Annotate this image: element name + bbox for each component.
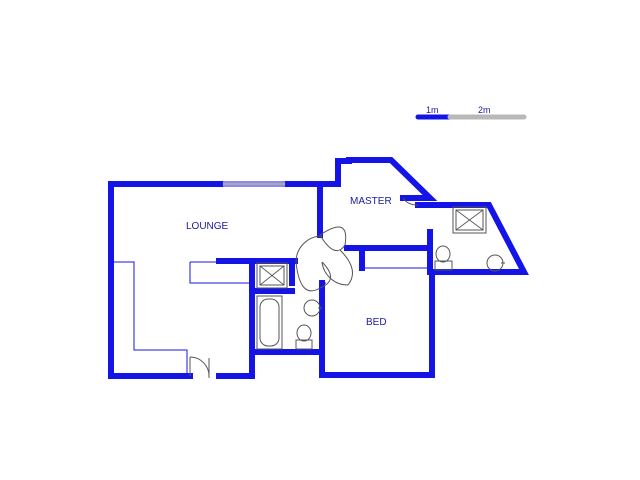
basin-2-icon <box>486 254 505 272</box>
scale-bar: 1m 2m <box>415 105 527 120</box>
bathtub-icon <box>256 295 283 350</box>
room-label-master: MASTER <box>350 196 392 207</box>
walls <box>108 157 529 379</box>
scale-label-2m: 2m <box>478 105 491 115</box>
toilet-1-icon <box>295 324 313 350</box>
thin-lines <box>114 181 430 376</box>
room-label-bed: BED <box>366 317 387 328</box>
room-label-lounge: LOUNGE <box>186 221 229 232</box>
doors <box>189 197 419 378</box>
shower-2-icon <box>452 206 487 234</box>
shower-1-icon <box>256 262 288 289</box>
basin-1-icon <box>303 299 322 317</box>
scale-label-1m: 1m <box>426 105 439 115</box>
fixtures <box>256 206 505 350</box>
toilet-2-icon <box>434 245 453 271</box>
